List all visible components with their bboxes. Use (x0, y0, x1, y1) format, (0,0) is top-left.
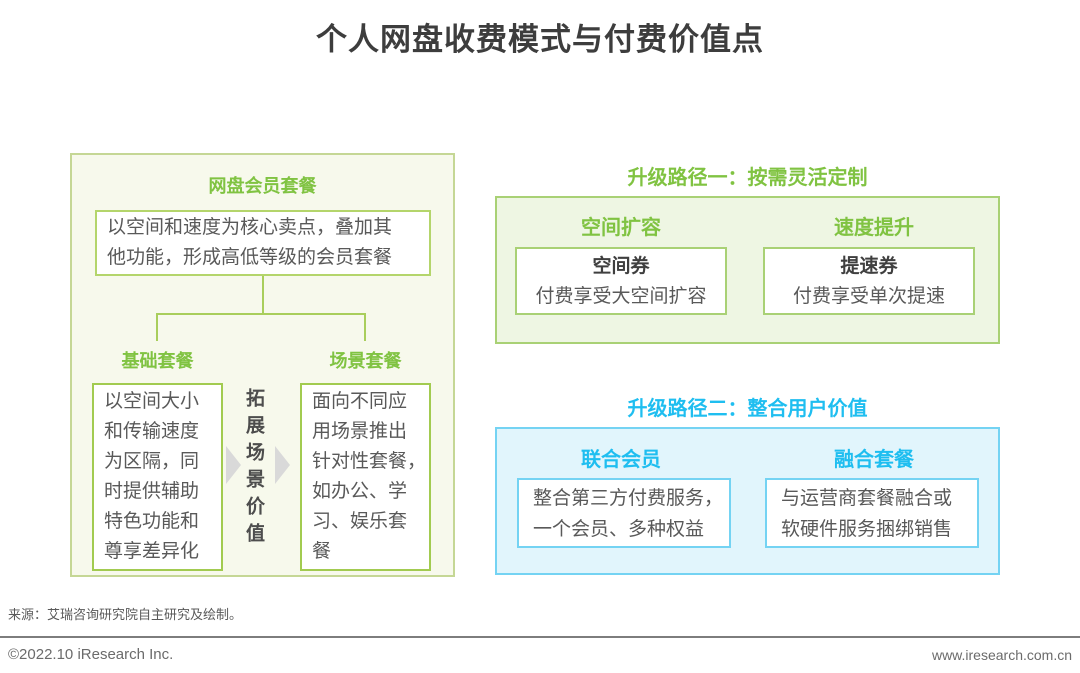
joint-membership-line: 整合第三方付费服务， (533, 488, 724, 509)
connector-branch (156, 313, 366, 315)
basic-package-line: 为区隔，同 (104, 451, 200, 472)
speed-boost-header: 速度提升 (834, 217, 914, 239)
expand-scene-value-label: 拓展场景价值 (243, 388, 264, 550)
membership-description-line: 以空间和速度为核心卖点，叠加其 (107, 217, 393, 238)
connector-stem (262, 276, 264, 315)
arrow-right-icon (226, 446, 241, 484)
upgrade-path2-title: 升级路径二：整合用户价值 (627, 398, 868, 420)
basic-package-line: 以空间大小 (104, 391, 200, 412)
basic-package-line: 时提供辅助 (104, 481, 200, 502)
speed-coupon-card: 提速券 付费享受单次提速 (763, 247, 975, 315)
basic-package-label: 基础套餐 (121, 351, 194, 371)
space-coupon-card: 空间券 付费享受大空间扩容 (515, 247, 727, 315)
speed-coupon-desc: 付费享受单次提速 (792, 286, 945, 307)
bundle-package-line: 与运营商套餐融合或 (781, 488, 953, 509)
upgrade-path1-title: 升级路径一：按需灵活定制 (627, 167, 868, 189)
membership-description-card: 以空间和速度为核心卖点，叠加其 他功能，形成高低等级的会员套餐 (95, 210, 431, 276)
speed-coupon-title: 提速券 (840, 256, 898, 277)
arrow-right-icon (275, 446, 290, 484)
scenario-package-label: 场景套餐 (329, 351, 402, 371)
basic-package-card: 以空间大小 和传输速度 为区隔，同 时提供辅助 特色功能和 尊享差异化 (92, 383, 223, 571)
connector-stub-left (156, 313, 158, 341)
joint-membership-header: 联合会员 (581, 449, 661, 471)
scenario-package-line: 面向不同应 (312, 391, 408, 412)
space-expansion-header: 空间扩容 (581, 217, 661, 239)
scenario-package-card: 面向不同应 用场景推出 针对性套餐， 如办公、学 习、娱乐套 餐 (300, 383, 431, 571)
basic-package-line: 特色功能和 (104, 511, 200, 532)
scenario-package-line: 餐 (312, 541, 332, 562)
space-coupon-title: 空间券 (592, 256, 650, 277)
bundle-package-line: 软硬件服务捆绑销售 (781, 519, 953, 540)
connector-stub-right (364, 313, 366, 341)
scenario-package-line: 针对性套餐， (312, 451, 427, 472)
bundle-package-header: 融合套餐 (834, 449, 914, 471)
footer-website: www.iresearch.com.cn (931, 647, 1072, 663)
page-title: 个人网盘收费模式与付费价值点 (316, 22, 764, 57)
basic-package-line: 和传输速度 (104, 421, 200, 442)
joint-membership-line: 一个会员、多种权益 (533, 519, 705, 540)
scenario-package-line: 如办公、学 (312, 481, 408, 502)
footer-copyright: ©2022.10 iResearch Inc. (8, 646, 174, 663)
space-coupon-desc: 付费享受大空间扩容 (535, 286, 707, 307)
scenario-package-line: 习、娱乐套 (312, 511, 408, 532)
source-note: 来源：艾瑞咨询研究院自主研究及绘制。 (8, 607, 243, 622)
bundle-package-card: 与运营商套餐融合或 软硬件服务捆绑销售 (765, 478, 979, 548)
basic-package-line: 尊享差异化 (104, 541, 200, 562)
joint-membership-card: 整合第三方付费服务， 一个会员、多种权益 (517, 478, 731, 548)
membership-panel-title: 网盘会员套餐 (208, 176, 317, 196)
scenario-package-line: 用场景推出 (312, 421, 408, 442)
membership-description-line: 他功能，形成高低等级的会员套餐 (107, 247, 393, 268)
footer-divider (0, 636, 1080, 638)
